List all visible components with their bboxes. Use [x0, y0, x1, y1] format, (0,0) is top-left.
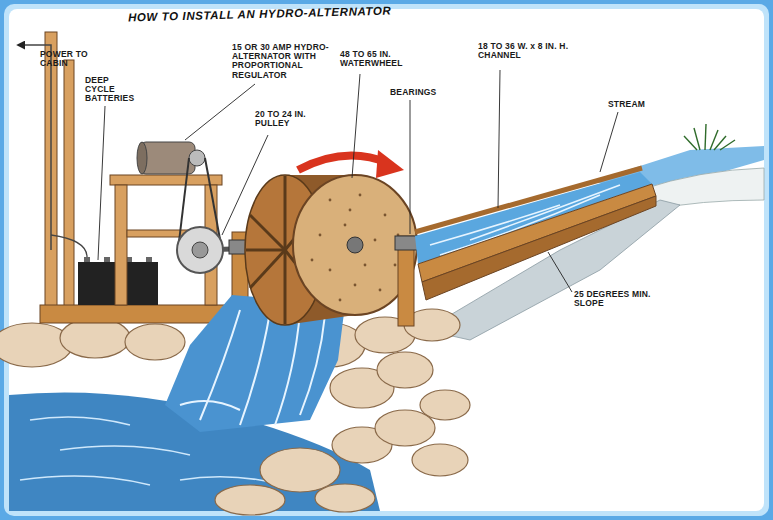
- batteries: [51, 235, 158, 305]
- part-label: POWER TO CABIN: [40, 50, 95, 68]
- part-label: 20 TO 24 IN. PULLEY: [255, 110, 313, 128]
- rotation-arrow: [298, 155, 388, 170]
- part-label: STREAM: [608, 100, 668, 109]
- power-wire: [18, 45, 51, 250]
- frame-glow: [4, 4, 769, 516]
- part-label: 15 OR 30 AMP HYDRO-ALTERNATOR WITH PROPO…: [232, 43, 330, 80]
- title: HOW TO INSTALL AN HYDRO-ALTERNATOR: [128, 5, 392, 24]
- grass: [684, 124, 735, 150]
- background: [9, 9, 764, 511]
- part-label: BEARINGS: [390, 88, 450, 97]
- part-label: DEEP CYCLE BATTERIES: [85, 76, 137, 104]
- part-label: 48 TO 65 IN. WATERWHEEL: [340, 50, 402, 68]
- rotation-arrowhead: [376, 150, 404, 178]
- stand: [110, 175, 222, 305]
- post: [64, 60, 74, 322]
- part-label: 18 TO 36 W. x 8 IN. H. CHANNEL: [478, 42, 603, 60]
- waterwheel: [245, 175, 417, 325]
- waterfall-foam: [180, 310, 325, 425]
- part-label: 25 DEGREES MIN. SLOPE: [574, 290, 659, 308]
- pool-ripples: [20, 417, 300, 490]
- leader-lines: [98, 70, 618, 292]
- pulley: [177, 227, 223, 273]
- alternator: [137, 142, 205, 174]
- channel: [415, 168, 656, 300]
